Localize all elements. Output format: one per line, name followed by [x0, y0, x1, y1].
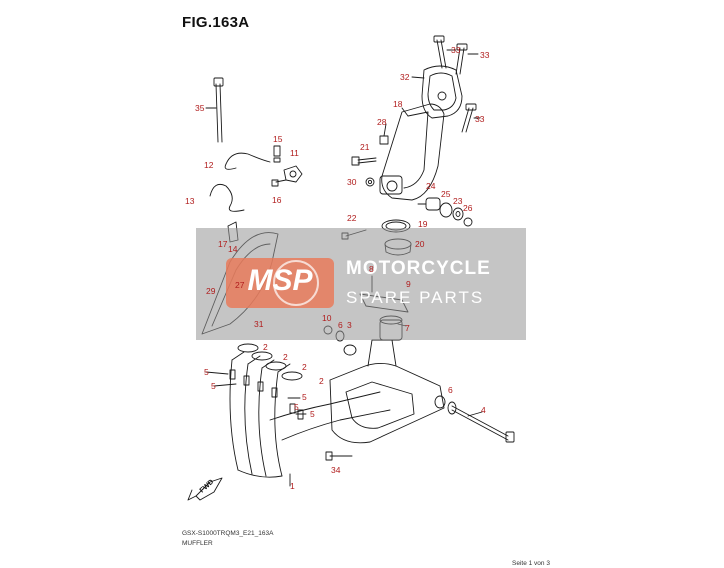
callout-33: 33: [480, 50, 490, 60]
callout-34: 34: [331, 465, 341, 475]
cable-12: [224, 152, 271, 170]
callout-6: 6: [448, 385, 453, 395]
exhaust-chamber: [329, 339, 445, 444]
callout-31: 31: [254, 319, 264, 329]
callout-24: 24: [426, 181, 436, 191]
callout-19: 19: [418, 219, 428, 229]
bushing-3: [343, 344, 357, 356]
page-indicator: Seite 1 von 3: [512, 560, 550, 567]
callout-13: 13: [185, 196, 195, 206]
nut-26: [463, 217, 473, 227]
section-name: MUFFLER: [182, 540, 213, 547]
callout-30: 30: [347, 177, 357, 187]
figure-title: FIG.163A: [182, 14, 250, 31]
bushing-25: [439, 202, 453, 218]
cable-13: [209, 183, 245, 212]
callout-10: 10: [322, 313, 332, 323]
callout-18: 18: [393, 99, 403, 109]
callout-5: 5: [211, 381, 216, 391]
clamp-28: [379, 123, 389, 145]
callout-2: 2: [283, 352, 288, 362]
callout-32: 32: [400, 72, 410, 82]
fwd-arrow-icon: [187, 477, 223, 501]
o2-sensor-34: [325, 451, 353, 461]
collar-24: [417, 197, 441, 211]
bolt-33-top-right: [455, 43, 479, 75]
watermark-logo-text: MSP: [247, 264, 313, 297]
callout-33: 33: [451, 45, 461, 55]
callout-4: 4: [481, 405, 486, 415]
callout-2: 2: [263, 342, 268, 352]
callout-1: 1: [290, 481, 295, 491]
muffler-body-18: [379, 103, 445, 201]
callout-11: 11: [290, 148, 299, 158]
callout-5: 5: [302, 392, 307, 402]
callout-35: 35: [195, 103, 205, 113]
bolt-33-right: [461, 103, 481, 133]
callout-14: 14: [228, 244, 238, 254]
model-code: GSX-S1000TRQM3_E21_163A: [182, 530, 274, 537]
washer-6-lower: [447, 401, 457, 415]
clip-15: [273, 145, 281, 163]
bolt-4: [451, 405, 515, 443]
watermark-line-1: MOTORCYCLE: [346, 258, 491, 279]
exhaust-pipe-1: [229, 351, 391, 478]
callout-29: 29: [206, 286, 216, 296]
callout-2: 2: [319, 376, 324, 386]
gasket-2-d: [281, 371, 303, 381]
gasket-2-c: [265, 361, 287, 371]
cable-tie-35: [205, 77, 224, 143]
bolt-16: [271, 179, 287, 187]
washer-23: [452, 207, 464, 221]
gasket-2-a: [237, 343, 259, 353]
callout-25: 25: [441, 189, 451, 199]
watermark-logo: MSP: [226, 258, 334, 308]
watermark-logo-shape: [226, 258, 334, 308]
muffler-cover-32: [411, 65, 463, 119]
watermark-line-2: SPARE PARTS: [346, 288, 485, 307]
callout-5: 5: [204, 367, 209, 377]
callout-8: 8: [369, 264, 374, 274]
callout-3: 3: [347, 320, 352, 330]
callout-5: 5: [310, 409, 315, 419]
gasket-2-b: [251, 351, 273, 361]
nut-30: [365, 177, 375, 187]
callout-6: 6: [338, 320, 343, 330]
callout-5: 5: [294, 402, 299, 412]
callout-7: 7: [405, 323, 410, 333]
stud-5-set: [229, 369, 304, 420]
callout-2: 2: [302, 362, 307, 372]
callout-21: 21: [360, 142, 370, 152]
callout-23: 23: [453, 196, 463, 206]
bracket-11: [283, 165, 303, 183]
bushing-near-4: [434, 395, 446, 409]
callout-17: 17: [218, 239, 228, 249]
callout-28: 28: [377, 117, 387, 127]
callout-33: 33: [475, 114, 485, 124]
callout-20: 20: [415, 239, 425, 249]
callout-26: 26: [463, 203, 473, 213]
callout-12: 12: [204, 160, 214, 170]
callout-9: 9: [406, 279, 411, 289]
bolt-33-top-left: [433, 35, 457, 69]
bolt-21: [351, 156, 377, 166]
callout-16: 16: [272, 195, 282, 205]
callout-27: 27: [235, 280, 245, 290]
callout-22: 22: [347, 213, 357, 223]
callout-15: 15: [273, 134, 283, 144]
